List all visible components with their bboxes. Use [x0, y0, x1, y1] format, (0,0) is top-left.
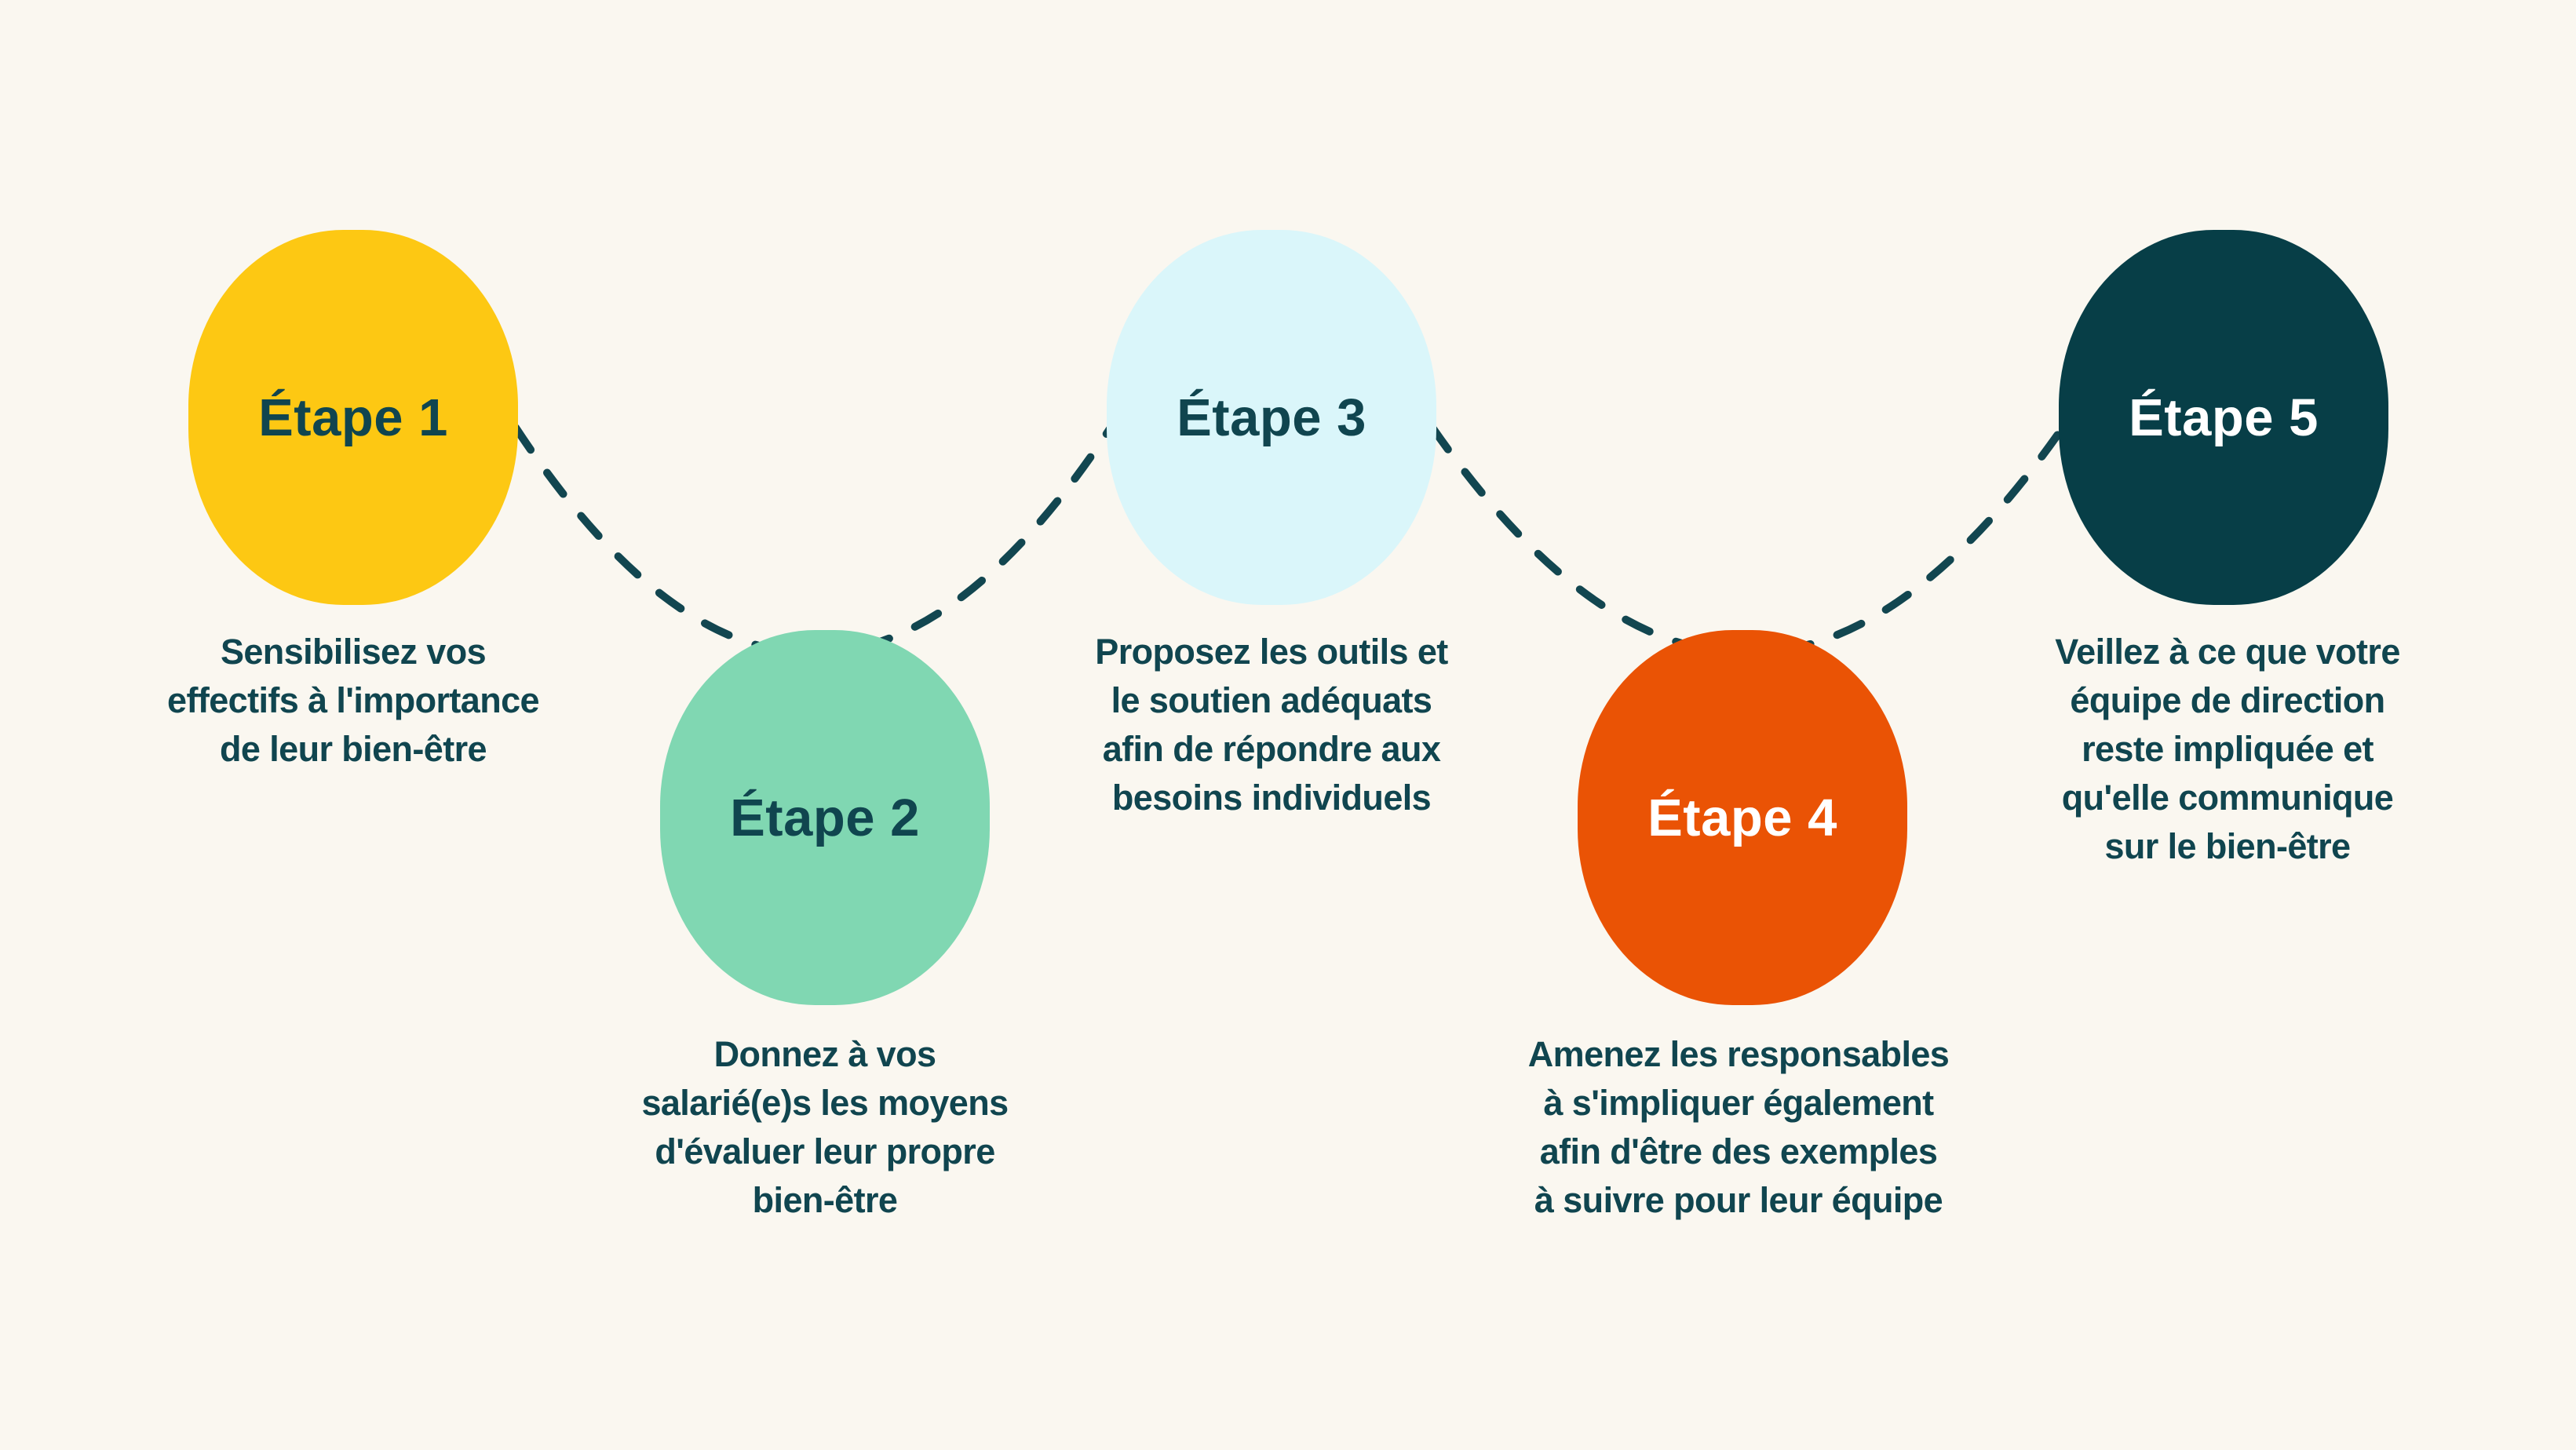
step-4-blob: Étape 4: [1578, 630, 1907, 1005]
step-2-description: Donnez à vos salarié(e)s les moyens d'év…: [641, 1034, 1009, 1220]
step-1-blob: Étape 1: [188, 230, 518, 605]
step-5-description: Veillez à ce que votre équipe de directi…: [2055, 632, 2400, 866]
step-2-blob: Étape 2: [660, 630, 990, 1005]
connector-curve-steps-3-4-5: [1428, 424, 2067, 658]
step-5-blob: Étape 5: [2059, 230, 2388, 605]
step-3-description: Proposez les outils et le soutien adéqua…: [1095, 632, 1448, 818]
step-1-label: Étape 1: [258, 388, 448, 447]
step-2-label: Étape 2: [730, 788, 920, 847]
connector-curve-steps-1-2-3: [512, 424, 1115, 658]
step-4-label: Étape 4: [1647, 788, 1837, 847]
step-4-description: Amenez les responsables à s'impliquer ég…: [1527, 1034, 1950, 1220]
step-3-blob: Étape 3: [1107, 230, 1436, 605]
step-3-label: Étape 3: [1177, 388, 1366, 447]
step-1-description: Sensibilisez vos effectifs à l'importanc…: [167, 632, 540, 769]
step-5-label: Étape 5: [2129, 388, 2319, 447]
